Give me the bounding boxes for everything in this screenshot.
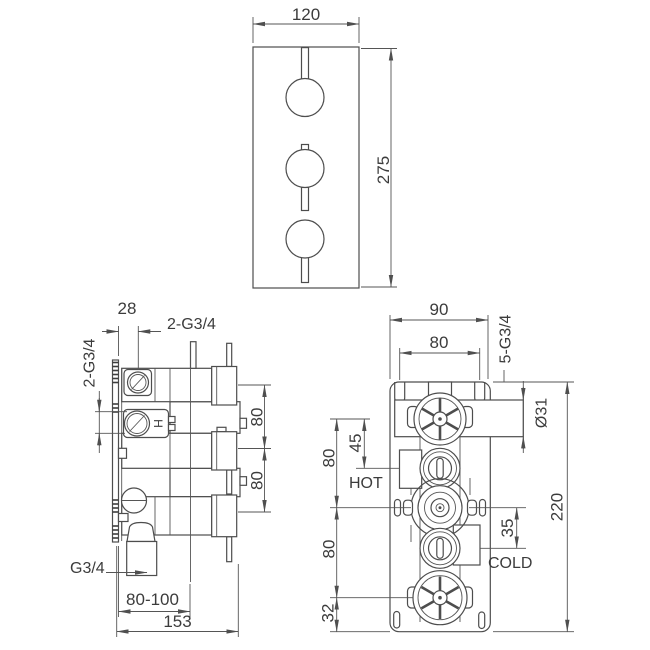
plate-slot-bottom-left (393, 610, 401, 629)
wall-plate-ticks (112, 361, 119, 539)
label-bottom-outlet-thread: G3/4 (70, 560, 105, 577)
cold-label: COLD (488, 555, 532, 572)
port-wheel-top (406, 392, 474, 446)
valve-connector-upper (169, 401, 241, 434)
front-handle-3 (285, 219, 325, 259)
dim-plate-offset: 28 (118, 299, 137, 318)
handle-cap-3 (211, 494, 238, 538)
front-handle-stem-2 (300, 186, 310, 212)
clip-tab-upper (239, 417, 248, 429)
dim-total-depth: 153 (163, 612, 191, 631)
dim-port-spacing-lower: 80 (319, 540, 338, 559)
side-view: H 28 2-G3/4 2-G3/4 80 80 G3/4 (70, 299, 271, 637)
handle-stem-3 (226, 536, 233, 563)
front-handle-stem-3 (300, 256, 310, 284)
top-outlet-pipe (189, 341, 197, 369)
port-screw-hot (419, 447, 461, 489)
dim-slot-spacing: 80 (430, 333, 449, 352)
dim-cold-offset: 35 (498, 519, 517, 538)
side-tab-2 (117, 512, 129, 523)
dim-port-spacing-bottom: 32 (318, 604, 337, 623)
front-handle-2 (285, 148, 325, 189)
port-screw-cold (419, 527, 461, 569)
label-side-inlets-thread: 2-G3/4 (82, 338, 99, 387)
bottom-outlet-pipe (126, 540, 158, 577)
label-top-outlets-thread: 2-G3/4 (167, 316, 216, 333)
clip-tab-lower (239, 476, 248, 486)
dim-plate-height: 220 (547, 493, 566, 521)
hot-side-marker: H (151, 419, 165, 428)
rear-view: 90 80 5-G3/4 Ø31 220 80 80 32 45 H (318, 300, 574, 633)
front-view: 120 275 (252, 5, 397, 289)
dim-plate-width: 90 (430, 300, 449, 319)
hot-inlet-block (398, 449, 423, 489)
dim-port-spacing-upper: 80 (319, 449, 338, 468)
port-tooth-2 (167, 423, 176, 432)
valve-body-2 (121, 432, 213, 469)
dim-front-width: 120 (292, 5, 320, 24)
port-tooth-1 (167, 415, 176, 424)
dim-handle-spacing-upper: 80 (247, 408, 266, 427)
dim-hot-offset: 45 (346, 434, 365, 453)
port-wheel-bottom (406, 570, 474, 626)
handle-nub-2 (216, 426, 227, 433)
dim-depth-range: 80-100 (126, 590, 179, 609)
plate-slot-bottom-right (478, 611, 486, 630)
dim-pipe-diameter: Ø31 (534, 398, 551, 428)
handle-cap-1 (211, 365, 238, 406)
side-wall-plate (111, 359, 120, 543)
front-handle-1 (285, 77, 325, 118)
handle-stem-2 (226, 469, 233, 495)
front-handle-stem-1 (300, 46, 310, 80)
dim-handle-spacing-lower: 80 (247, 471, 266, 490)
side-tab-1 (117, 447, 128, 459)
label-connections-thread: 5-G3/4 (498, 314, 515, 363)
handle-cap-2 (211, 431, 238, 471)
angle-fitting (126, 521, 156, 543)
hot-label: HOT (349, 475, 383, 492)
handle-stem-1 (226, 342, 233, 368)
dim-front-height: 275 (374, 156, 393, 184)
